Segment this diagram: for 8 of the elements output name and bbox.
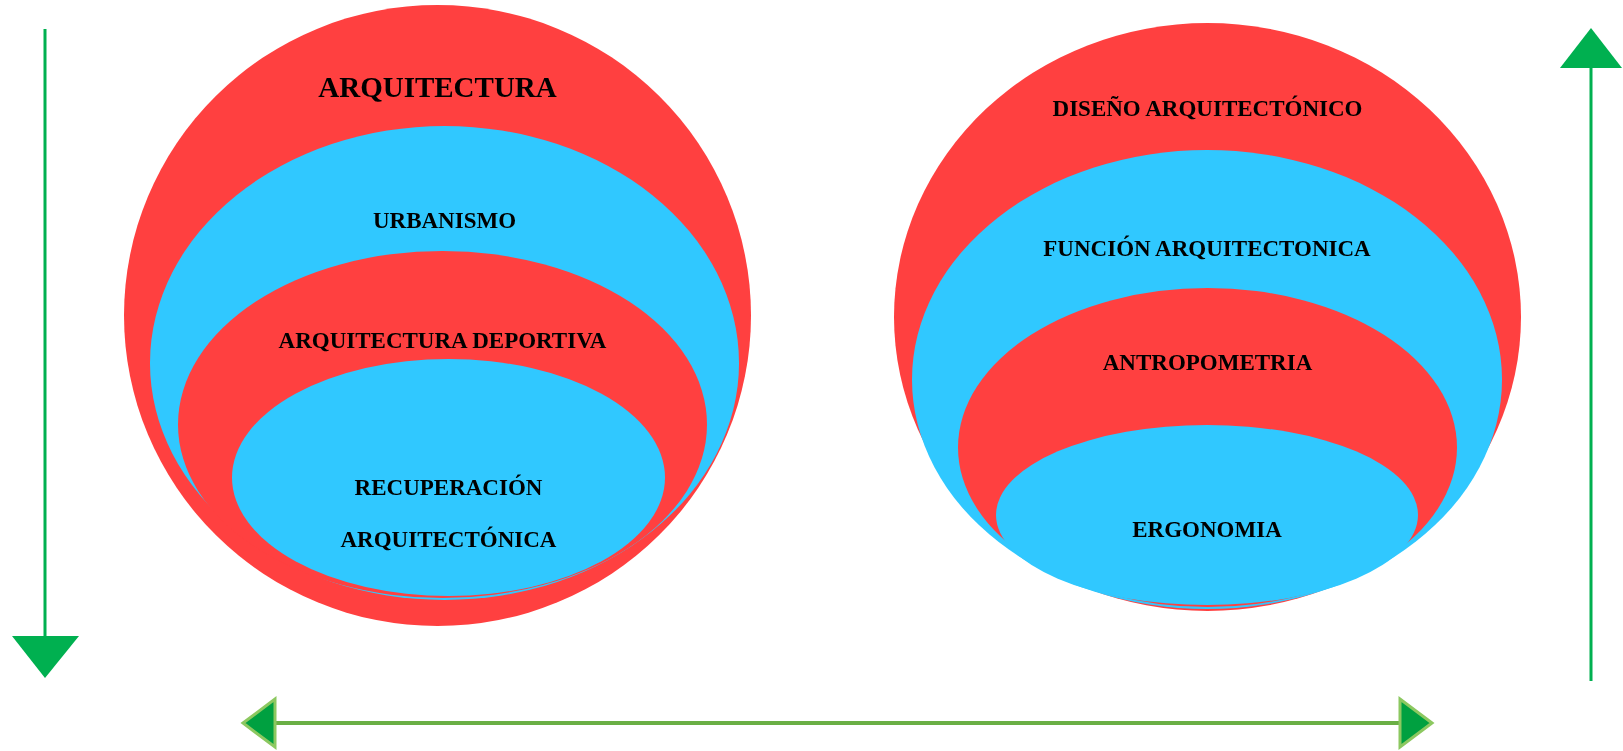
ellipse-label: URBANISMO — [371, 207, 518, 235]
ellipse-label: ANTROPOMETRIA — [1101, 349, 1314, 377]
ellipse-label: DISEÑO ARQUITECTÓNICO — [1051, 95, 1364, 123]
ellipse-label: RECUPERACIÓN ARQUITECTÓNICA — [339, 473, 558, 554]
ellipse-label: ARQUITECTURA DEPORTIVA — [277, 327, 608, 355]
ellipse-label: FUNCIÓN ARQUITECTONICA — [1042, 235, 1372, 263]
ellipse-label: ARQUITECTURA — [317, 69, 558, 105]
ellipse-label: ERGONOMIA — [1131, 516, 1283, 544]
